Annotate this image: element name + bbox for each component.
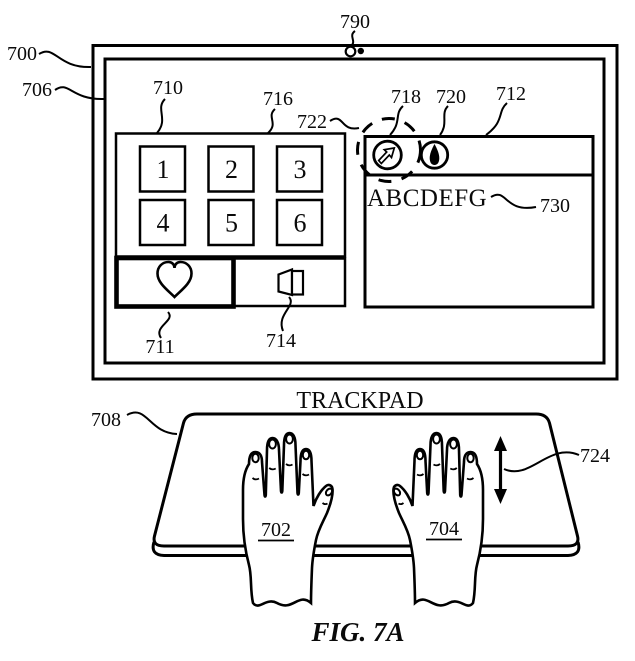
arrow-head-down [494,489,507,504]
leader-720 [439,105,449,136]
leader-706 [54,86,105,101]
leader-716 [267,108,276,134]
leader-790 [350,30,356,47]
grid-cell-4 [138,198,187,247]
trackpad-title: TRACKPAD [296,388,423,414]
leader-714 [280,296,292,332]
thumb-knuckle [321,502,328,506]
grid-cell-4-label: 4 [157,209,170,238]
reference-labels: 700 706 790 710 716 722 718 720 712 730 … [7,11,610,473]
grid-cell-1 [138,145,187,193]
ref-label-content: 730 [540,195,570,217]
pinky-nail [251,452,260,464]
ref-label-grid-panel: 710 [153,77,183,99]
leader-730 [490,193,537,209]
grid-panel: 1 2 3 4 5 6 [114,132,347,309]
display-device [91,44,619,381]
grid-cell-1-label: 1 [157,155,170,184]
grid-cell-5 [207,198,255,247]
middle-nail [285,433,294,445]
ref-label-selection-ring: 722 [297,111,327,133]
ref-label-left-hand: 702 [261,519,291,541]
ref-label-heart-button: 711 [145,336,174,358]
fingernails [251,433,334,497]
heart-button [114,255,236,309]
ref-label-grid: 716 [263,88,293,110]
middle-knuckle [285,463,293,467]
leader-700 [38,50,92,69]
text-panel: ABCDEFG [356,117,595,309]
grid-panel-frame [114,132,347,258]
pinky-knuckle [251,477,260,481]
ne-arrow-cursor-icon [372,139,403,171]
ring-knuckle [268,467,277,471]
leader-724 [503,451,580,473]
trackpad-front-edge [151,541,581,557]
leader-708 [126,411,178,435]
ref-label-trackpad: 708 [91,409,121,431]
selection-ring-dashed-circle [356,117,422,183]
leader-711 [158,311,171,339]
ref-label-scroll-arrow: 724 [580,445,610,467]
leader-718 [389,105,404,136]
grid-cell-2-label: 2 [225,155,238,184]
leader-710 [156,98,166,134]
leader-712 [485,102,508,136]
pen-nib-glyph [429,144,440,165]
grid-cell-3-label: 3 [294,155,307,184]
camera-lens-icon [344,45,357,58]
ref-label-device: 700 [7,43,37,65]
vertical-scroll-arrow-icon [494,436,507,504]
ref-label-screen: 706 [22,79,52,101]
ref-label-pages-button: 714 [266,330,296,352]
hand-outline [241,431,334,607]
ref-label-right-hand: 704 [429,518,459,540]
book-icon [277,267,305,297]
grid-cell-2 [207,145,255,193]
grid-cell-6 [275,198,324,247]
grid-cells: 1 2 3 4 5 6 [138,145,324,247]
ring-nail [268,438,277,450]
camera-icon [344,45,364,58]
grid-cell-6-label: 6 [294,209,307,238]
text-panel-frame [363,135,595,309]
leader-722 [329,117,360,130]
index-nail [301,449,311,461]
ref-label-text-panel: 712 [496,83,526,105]
knuckle-marks [251,463,328,506]
grid-cell-3 [275,145,324,193]
text-panel-content: ABCDEFG [367,185,487,212]
ref-label-camera: 790 [340,11,370,33]
figure-caption: FIG. 7A [310,617,404,647]
thumb-nail [324,487,334,497]
ref-label-cursor: 718 [391,86,421,108]
screen [103,57,606,365]
camera-dot-icon [357,47,364,55]
arrow-head-up [494,436,507,451]
trackpad-surface [152,412,580,548]
device-bezel [91,44,619,381]
ref-label-pen: 720 [436,86,466,108]
pen-icon [419,140,450,170]
cursor-arrow-glyph [377,146,396,165]
book-right-page [290,269,305,296]
left-hand [241,431,334,607]
heart-icon [156,260,193,299]
index-knuckle [301,473,310,477]
grid-cell-5-label: 5 [225,209,238,238]
book-left-page [277,267,294,297]
